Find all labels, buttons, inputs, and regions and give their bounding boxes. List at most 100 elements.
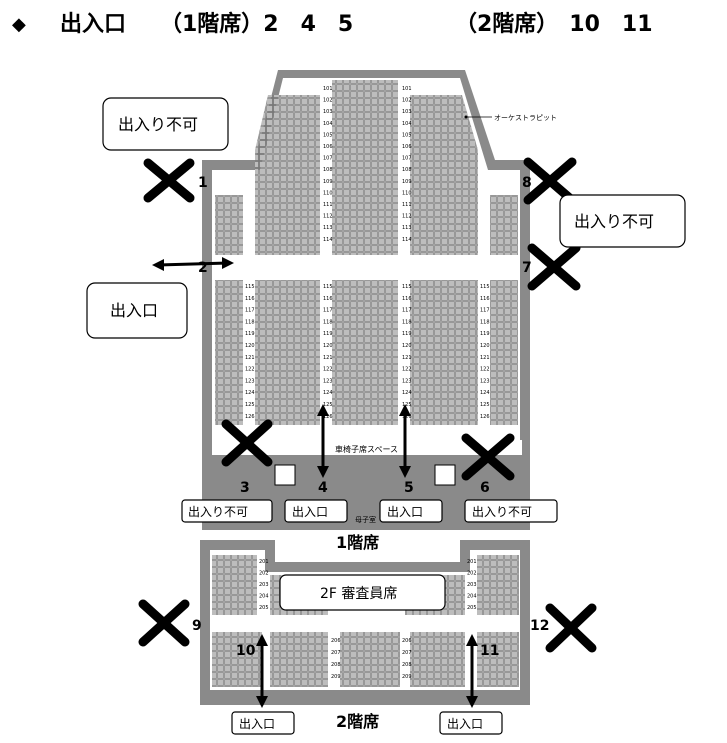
row-number: 202 — [259, 571, 269, 577]
row-number: 126 — [245, 414, 255, 420]
row-number: 121 — [323, 355, 333, 361]
row-number: 101 — [402, 86, 412, 92]
row-number: 207 — [331, 650, 341, 656]
row-number: 120 — [480, 343, 490, 349]
row-number: 111 — [402, 202, 412, 208]
x-mark-3 — [221, 419, 273, 467]
row-number: 110 — [402, 190, 412, 196]
row-number: 206 — [331, 638, 341, 644]
row-number: 103 — [402, 109, 412, 115]
row-number: 106 — [402, 144, 412, 150]
row-number: 201 — [467, 559, 477, 565]
row-number: 104 — [402, 121, 412, 127]
door-2-number: 2 — [198, 260, 208, 276]
row-number: 121 — [402, 355, 412, 361]
row-number: 111 — [323, 202, 333, 208]
row-number: 124 — [480, 390, 490, 396]
row-number: 209 — [402, 674, 412, 680]
row-number: 125 — [480, 402, 490, 408]
row-number: 118 — [480, 319, 490, 325]
row-number: 209 — [331, 674, 341, 680]
row-number: 113 — [402, 225, 412, 231]
door-6-number: 6 — [480, 480, 490, 496]
entrance-text-left: 出入口 — [110, 301, 158, 320]
no-entry-text-left: 出入り不可 — [118, 115, 198, 134]
row-number: 114 — [323, 237, 333, 243]
row-number: 117 — [245, 308, 255, 314]
wheelchair-space-label: 車椅子席スペース — [335, 444, 398, 454]
row-number: 115 — [323, 284, 333, 290]
row-number: 118 — [402, 319, 412, 325]
row-number: 106 — [323, 144, 333, 150]
row-number: 122 — [245, 367, 255, 373]
row-number: 123 — [480, 378, 490, 384]
row-number: 126 — [480, 414, 490, 420]
x-mark-9 — [138, 599, 190, 647]
row-number: 112 — [402, 214, 412, 220]
row-number: 204 — [467, 594, 477, 600]
door-5-number: 5 — [404, 480, 414, 496]
row-number: 205 — [259, 605, 269, 611]
x-mark-8 — [523, 157, 577, 205]
row-number: 208 — [402, 662, 412, 668]
row-number: 108 — [402, 167, 412, 173]
row-number: 124 — [323, 390, 333, 396]
row-number: 121 — [480, 355, 490, 361]
row-number: 123 — [245, 378, 255, 384]
row-number: 118 — [245, 319, 255, 325]
row-number: 207 — [402, 650, 412, 656]
row-number: 117 — [480, 308, 490, 314]
x-mark-1 — [143, 158, 195, 203]
row-number: 208 — [331, 662, 341, 668]
floor2-hall — [200, 540, 530, 705]
no-entry-text-6: 出入り不可 — [472, 505, 532, 519]
door-7-number: 7 — [522, 260, 532, 276]
row-number: 119 — [245, 331, 255, 337]
row-number: 204 — [259, 594, 269, 600]
row-number: 203 — [259, 582, 269, 588]
row-number: 115 — [245, 284, 255, 290]
row-number: 114 — [402, 237, 412, 243]
floor1-seats — [215, 80, 518, 425]
row-number: 120 — [245, 343, 255, 349]
row-number: 115 — [480, 284, 490, 290]
door-12-number: 12 — [530, 618, 549, 634]
row-number: 116 — [402, 296, 412, 302]
row-number: 201 — [259, 559, 269, 565]
x-mark-7 — [527, 243, 581, 291]
x-mark-6 — [461, 433, 515, 481]
row-number: 107 — [323, 156, 333, 162]
header-bullet: ◆ — [12, 14, 26, 35]
judges-label: 2F 審査員席 — [320, 586, 397, 602]
header-title: 出入口 — [60, 12, 127, 37]
row-number: 116 — [323, 296, 333, 302]
row-number: 105 — [402, 132, 412, 138]
door-4-number: 4 — [318, 480, 328, 496]
row-number: 125 — [323, 402, 333, 408]
x-mark-12 — [545, 603, 597, 653]
no-entry-text-right: 出入り不可 — [574, 212, 654, 231]
row-number: 113 — [323, 225, 333, 231]
row-number: 121 — [245, 355, 255, 361]
row-number: 103 — [323, 109, 333, 115]
entrance-tag-11 — [439, 711, 503, 735]
no-entry-tag-6 — [464, 499, 558, 523]
row-number: 123 — [323, 378, 333, 384]
row-number: 101 — [323, 86, 333, 92]
row-number: 120 — [402, 343, 412, 349]
row-number: 205 — [467, 605, 477, 611]
entrance-text-5: 出入口 — [387, 505, 423, 519]
row-number: 206 — [402, 638, 412, 644]
entrance-tag-4 — [284, 499, 348, 523]
row-number: 116 — [245, 296, 255, 302]
row-number: 122 — [480, 367, 490, 373]
row-number: 102 — [402, 98, 412, 104]
row-number: 108 — [323, 167, 333, 173]
row-number: 119 — [480, 331, 490, 337]
row-number: 124 — [245, 390, 255, 396]
row-number: 126 — [402, 414, 412, 420]
row-number: 115 — [402, 284, 412, 290]
